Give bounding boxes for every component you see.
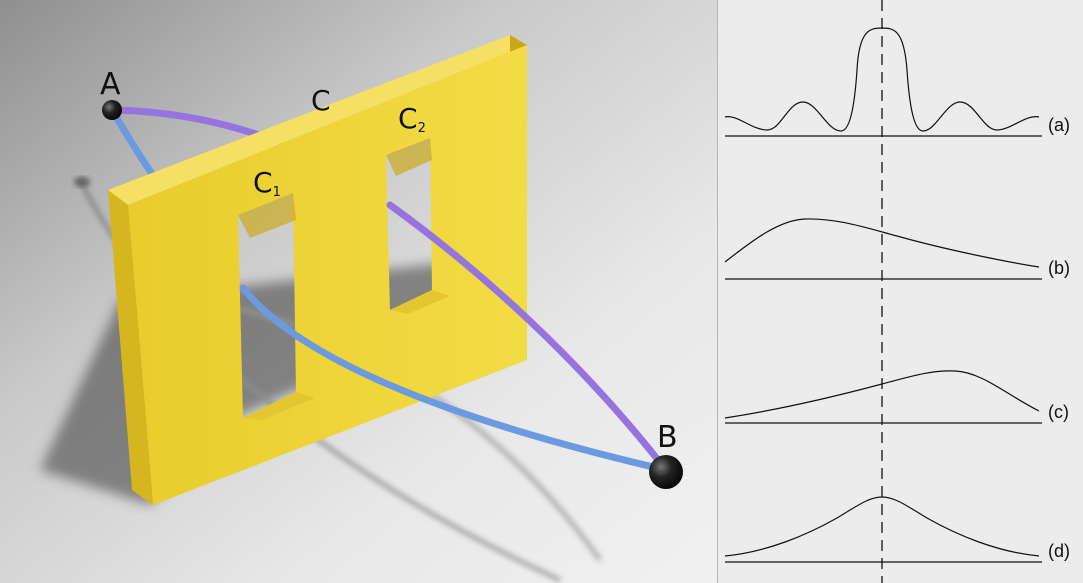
- plot-c: (c): [724, 370, 1069, 424]
- label-slit-1-letter: C: [253, 166, 273, 199]
- point-a: [102, 100, 122, 120]
- label-slit-1: C1: [253, 166, 281, 200]
- slit-2-floor: [390, 290, 450, 314]
- plot-b: (b): [724, 218, 1070, 280]
- barrier-front-face: [128, 45, 527, 505]
- barrier-top-face: [108, 35, 527, 205]
- label-barrier: C: [311, 84, 331, 117]
- slit-2-inner: [386, 138, 432, 176]
- path-c2-b: [386, 201, 670, 474]
- slit-1-floor: [243, 392, 315, 420]
- label-slit-2: C2: [398, 102, 426, 136]
- plot-d: (d): [724, 496, 1070, 563]
- label-a: A: [100, 67, 121, 102]
- plot-d-curve: [724, 496, 1040, 557]
- double-slit-scene: A B C C1 C2: [0, 0, 717, 583]
- distribution-panel: (a) (b) (c) (d): [717, 0, 1083, 583]
- plot-b-label: (b): [1048, 258, 1070, 278]
- plot-a: (a): [724, 27, 1070, 137]
- label-b: B: [657, 420, 678, 455]
- plot-a-label: (a): [1048, 115, 1070, 135]
- plot-d-label: (d): [1048, 541, 1070, 561]
- label-slit-1-sub: 1: [273, 185, 281, 200]
- barrier-left-edge: [108, 190, 153, 505]
- slit-1-inner: [238, 193, 296, 238]
- label-slit-2-letter: C: [398, 102, 418, 135]
- plot-b-curve: [724, 218, 1040, 268]
- plot-c-curve: [724, 370, 1040, 419]
- path-c1-b: [239, 284, 670, 474]
- plot-c-label: (c): [1048, 402, 1069, 422]
- plot-a-curve: [724, 27, 1040, 132]
- point-b: [649, 455, 683, 489]
- label-slit-2-sub: 2: [418, 121, 426, 136]
- point-a-shadow: [74, 177, 90, 187]
- panel-background: [717, 0, 1083, 583]
